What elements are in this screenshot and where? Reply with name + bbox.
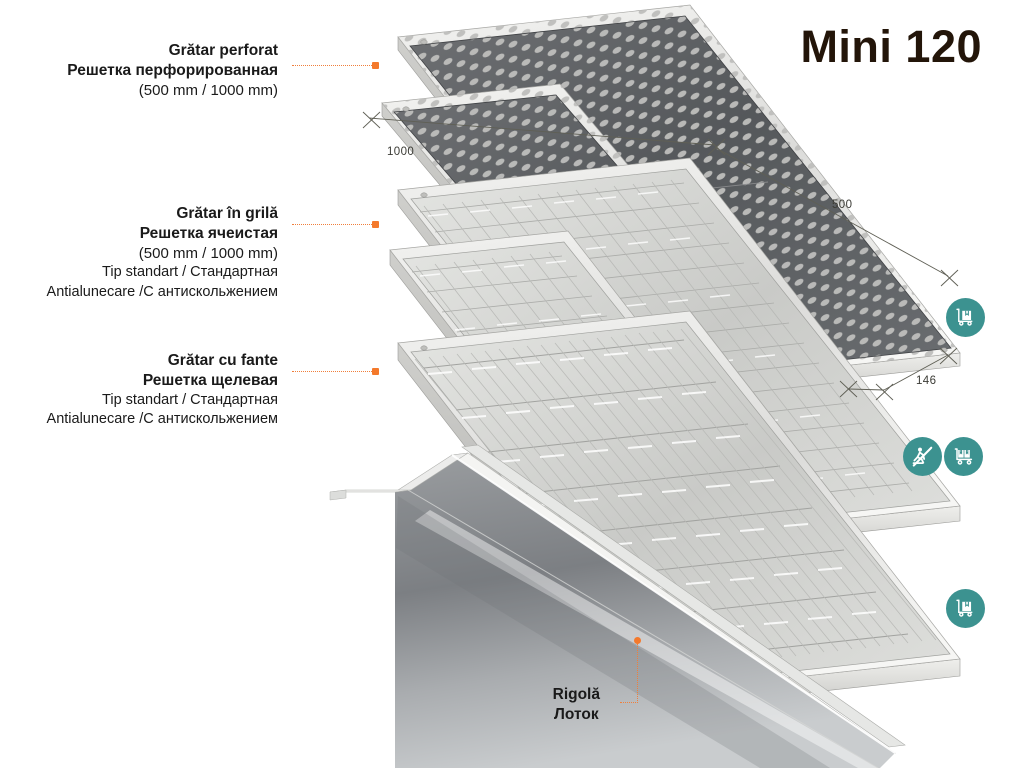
trolley-icon — [954, 447, 972, 465]
channel-body — [329, 444, 906, 768]
label-channel-ro: Rigolă — [552, 686, 600, 703]
label-mesh-sizes: (500 mm / 1000 mm) — [138, 244, 278, 262]
badge-load-class-slotted[interactable] — [946, 589, 985, 628]
label-mesh-grate: Grătar în grilă Решетка ячеистая (500 mm… — [47, 204, 278, 302]
label-slotted-ro: Grătar cu fante — [167, 352, 278, 369]
badge-load-class-perforated[interactable] — [946, 298, 985, 337]
label-slotted-grate: Grătar cu fante Решетка щелевая Tip stan… — [47, 351, 278, 429]
anti-slip-icon — [912, 446, 933, 467]
label-mesh-ro: Grătar în grilă — [176, 205, 278, 222]
dimension-146: 146 — [916, 375, 937, 387]
leader-line-mesh — [292, 224, 374, 225]
dimension-500: 500 — [832, 199, 853, 211]
label-perforated-ro: Grătar perforat — [168, 42, 278, 59]
label-slotted-ru: Решетка щелевая — [142, 371, 278, 389]
leader-dot-perforated — [372, 62, 379, 69]
leader-dot-slotted — [372, 368, 379, 375]
page-title: Mini 120 — [800, 21, 982, 72]
label-slotted-antislip: Antialunecare /С антискольжением — [46, 410, 278, 427]
hand-truck-icon — [956, 308, 973, 326]
label-perforated-grate: Grătar perforat Решетка перфорированная … — [67, 41, 278, 100]
dimension-1000: 1000 — [387, 146, 415, 158]
label-mesh-ru: Решетка ячеистая — [139, 224, 278, 242]
label-mesh-standard: Tip standart / Стандартная — [102, 264, 278, 281]
label-channel-ru: Лоток — [554, 705, 599, 723]
leader-line-perforated — [292, 65, 374, 66]
leader-line-channel-h — [620, 702, 638, 703]
label-mesh-antislip: Antialunecare /С антискольжением — [46, 283, 278, 300]
leader-line-slotted — [292, 371, 374, 372]
leader-dot-channel — [634, 637, 641, 644]
leader-dot-mesh — [372, 221, 379, 228]
badge-load-class-mesh[interactable] — [944, 437, 983, 476]
label-perforated-sizes: (500 mm / 1000 mm) — [138, 81, 278, 99]
leader-line-channel-v — [637, 641, 638, 703]
badge-anti-slip-mesh[interactable] — [903, 437, 942, 476]
label-channel: Rigolă Лоток — [553, 685, 600, 725]
label-perforated-ru: Решетка перфорированная — [67, 61, 278, 79]
hand-truck-icon — [956, 599, 973, 617]
label-slotted-standard: Tip standart / Стандартная — [102, 391, 278, 408]
